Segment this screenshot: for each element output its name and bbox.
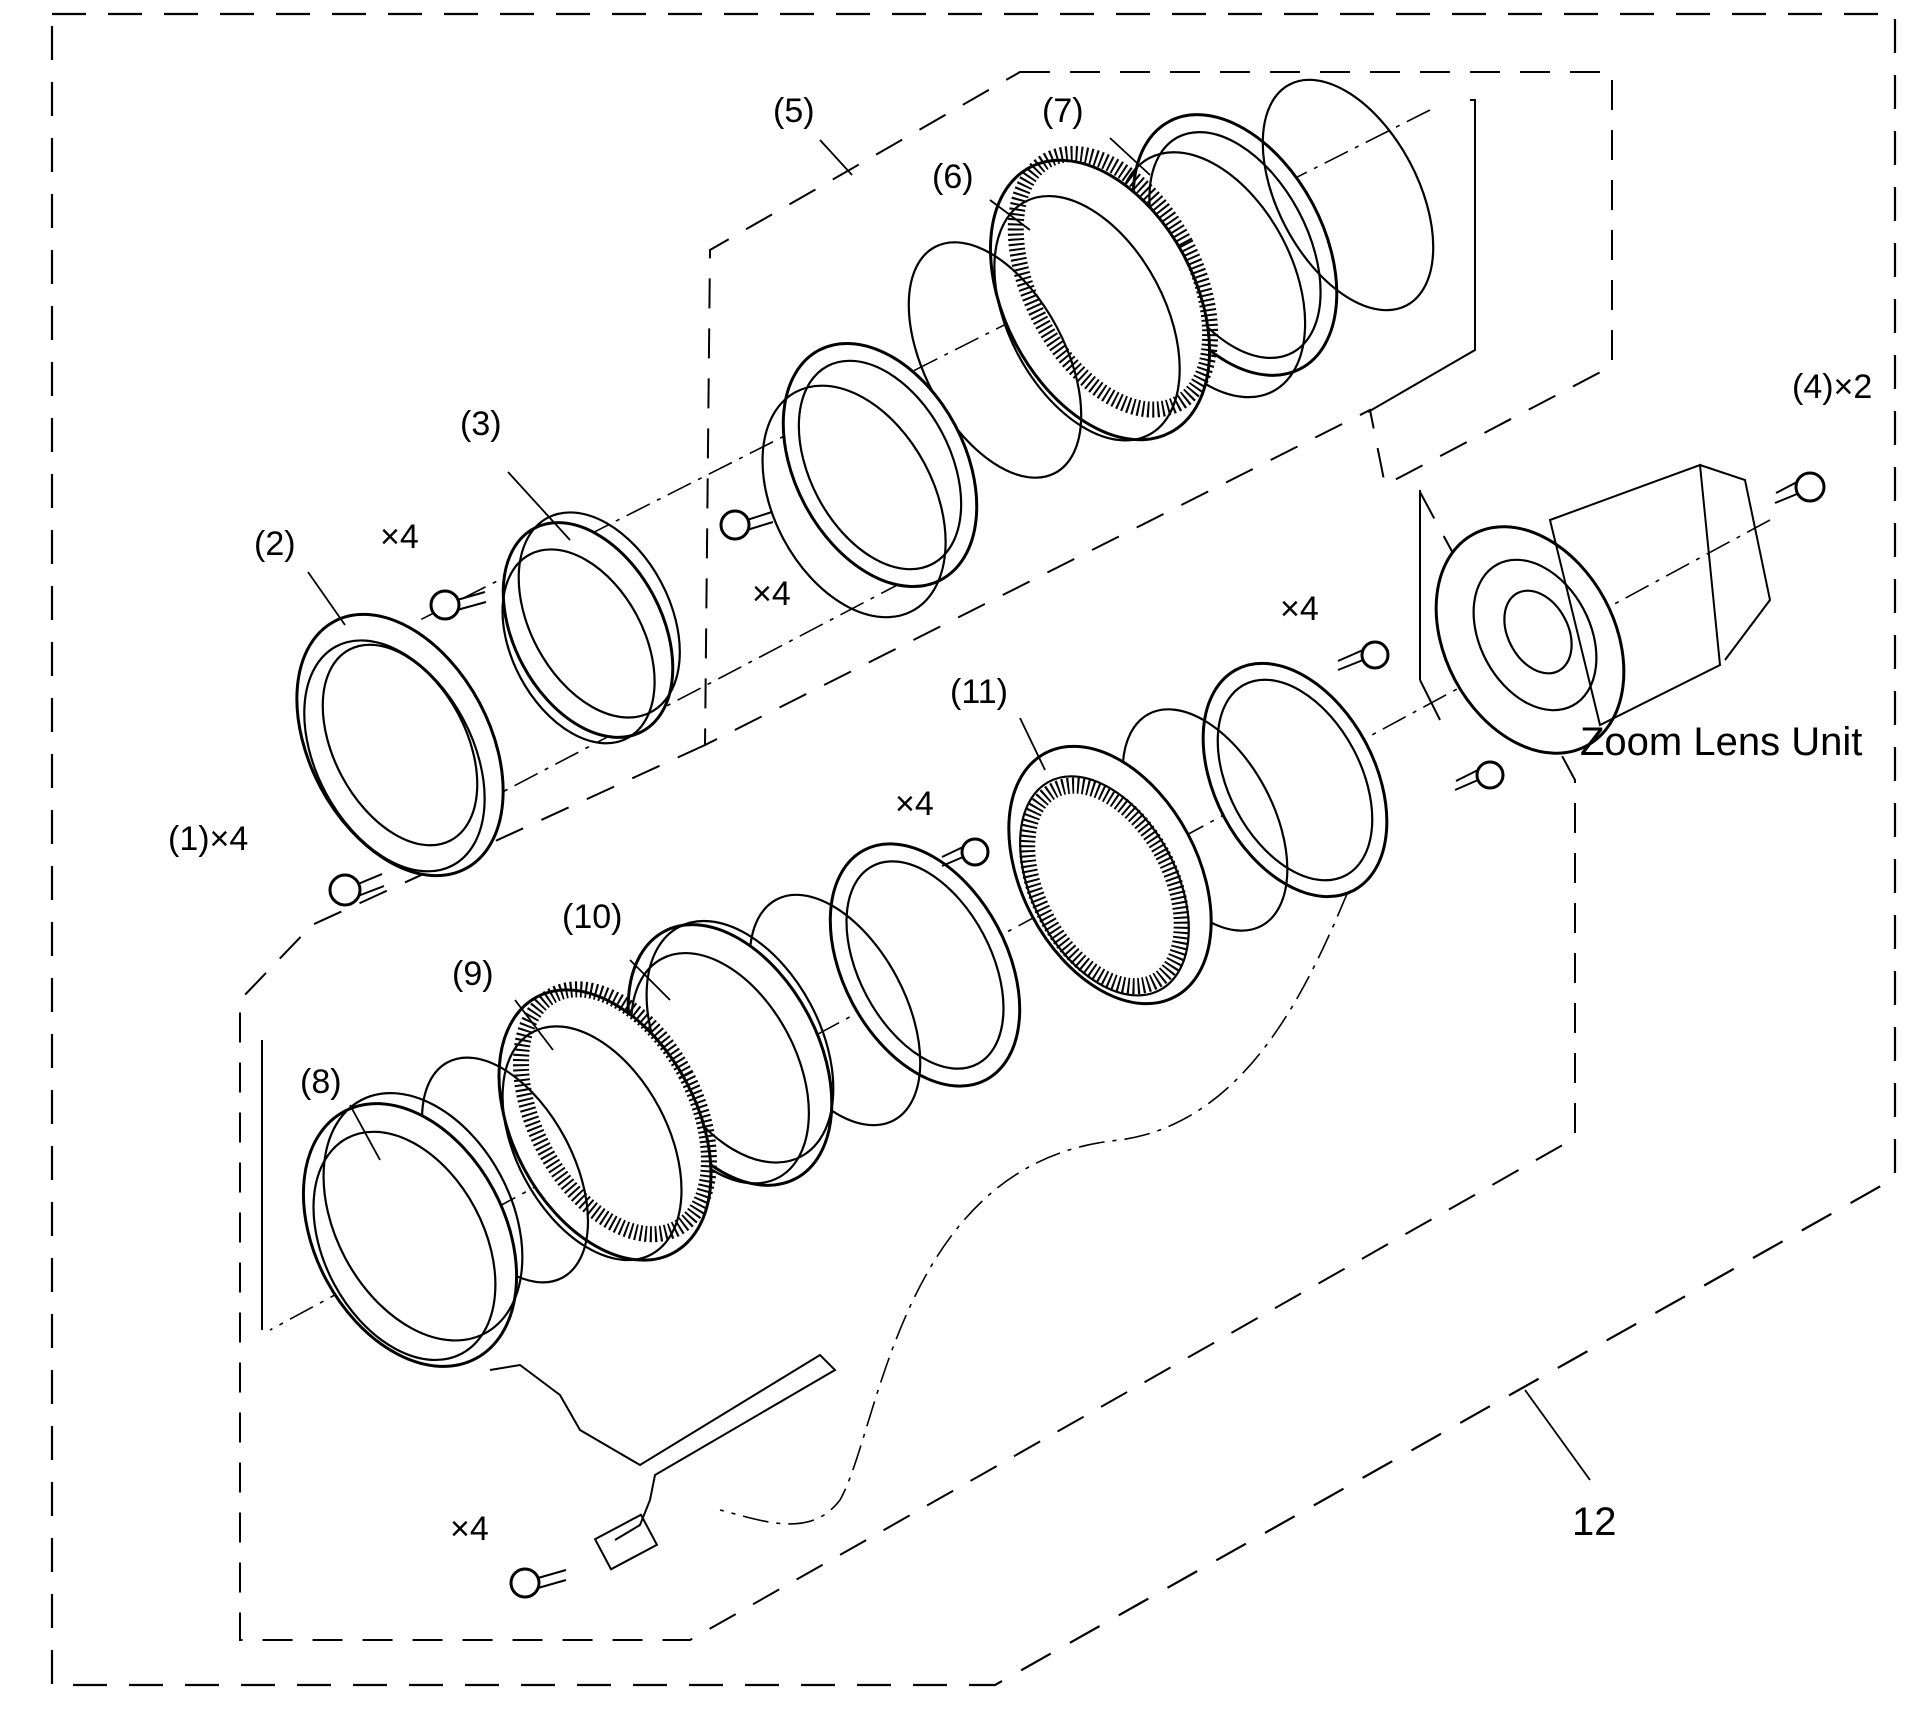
label-6: (6)	[932, 158, 974, 196]
upper-panel-outline	[1367, 99, 1476, 413]
zoom-lens-unit	[1434, 463, 1772, 755]
leader-10	[629, 959, 671, 1001]
label-2: (2)	[254, 525, 296, 563]
count-bottom: ×4	[450, 1510, 489, 1548]
part-5-cam-barrel	[761, 341, 979, 619]
label-10: (10)	[562, 898, 622, 936]
label-7: (7)	[1042, 92, 1084, 130]
screw-4	[1774, 471, 1826, 504]
leader-8	[349, 1104, 381, 1161]
leader-3	[507, 471, 571, 541]
part-mount-flange	[1201, 661, 1389, 899]
part-11-ring	[1007, 744, 1213, 1006]
count-upper-mid: ×4	[752, 575, 791, 613]
optical-axis-upper-lower	[429, 559, 946, 831]
label-5: (5)	[773, 92, 815, 130]
part-lower-cam	[828, 842, 1022, 1088]
leader-6	[989, 199, 1031, 231]
connector-block	[593, 1513, 659, 1571]
part-3-lens-group	[501, 511, 681, 745]
subassembly-5-lower-edge	[311, 744, 706, 926]
leader-12	[1524, 1389, 1591, 1481]
label-11: (11)	[950, 673, 1008, 711]
subassembly-5-boundary	[703, 71, 1613, 747]
part-7-o-ring	[1261, 78, 1435, 312]
screw-bottom	[509, 1567, 567, 1599]
part-9-knurled-ring	[497, 981, 717, 1262]
zoom-unit-panel-outline	[1419, 490, 1441, 721]
leader-2	[307, 571, 346, 626]
screw-upper-mid	[719, 509, 774, 541]
cable-route	[719, 849, 1366, 1525]
part-8-rear-barrel	[301, 1092, 524, 1368]
screw-upper-left	[429, 589, 487, 621]
screw-1	[328, 873, 385, 907]
screw-right-lower	[1454, 760, 1505, 791]
leader-9	[514, 999, 554, 1051]
label-4: (4)×2	[1792, 368, 1872, 406]
label-1: (1)×4	[168, 820, 248, 858]
count-right: ×4	[1280, 590, 1319, 628]
flex-cable	[489, 1353, 837, 1541]
label-12: 12	[1572, 1500, 1617, 1544]
part-2-front-ring	[295, 612, 505, 878]
leader-5	[819, 139, 853, 176]
count-upper-left: ×4	[380, 518, 419, 556]
leader-11	[1019, 717, 1046, 771]
zoom-lens-unit-label: Zoom Lens Unit	[1580, 720, 1862, 764]
label-9: (9)	[452, 955, 494, 993]
label-8: (8)	[300, 1063, 342, 1101]
count-lower-mid: ×4	[895, 785, 934, 823]
screw-right-upper	[1337, 640, 1390, 671]
assembly-12-boundary	[50, 12, 1897, 1687]
label-3: (3)	[460, 405, 502, 443]
part-6-knurled-ring	[988, 145, 1219, 442]
lower-subassembly-boundary	[239, 491, 1576, 1641]
screw-lower-mid	[941, 837, 990, 867]
leader-7	[1109, 137, 1151, 176]
